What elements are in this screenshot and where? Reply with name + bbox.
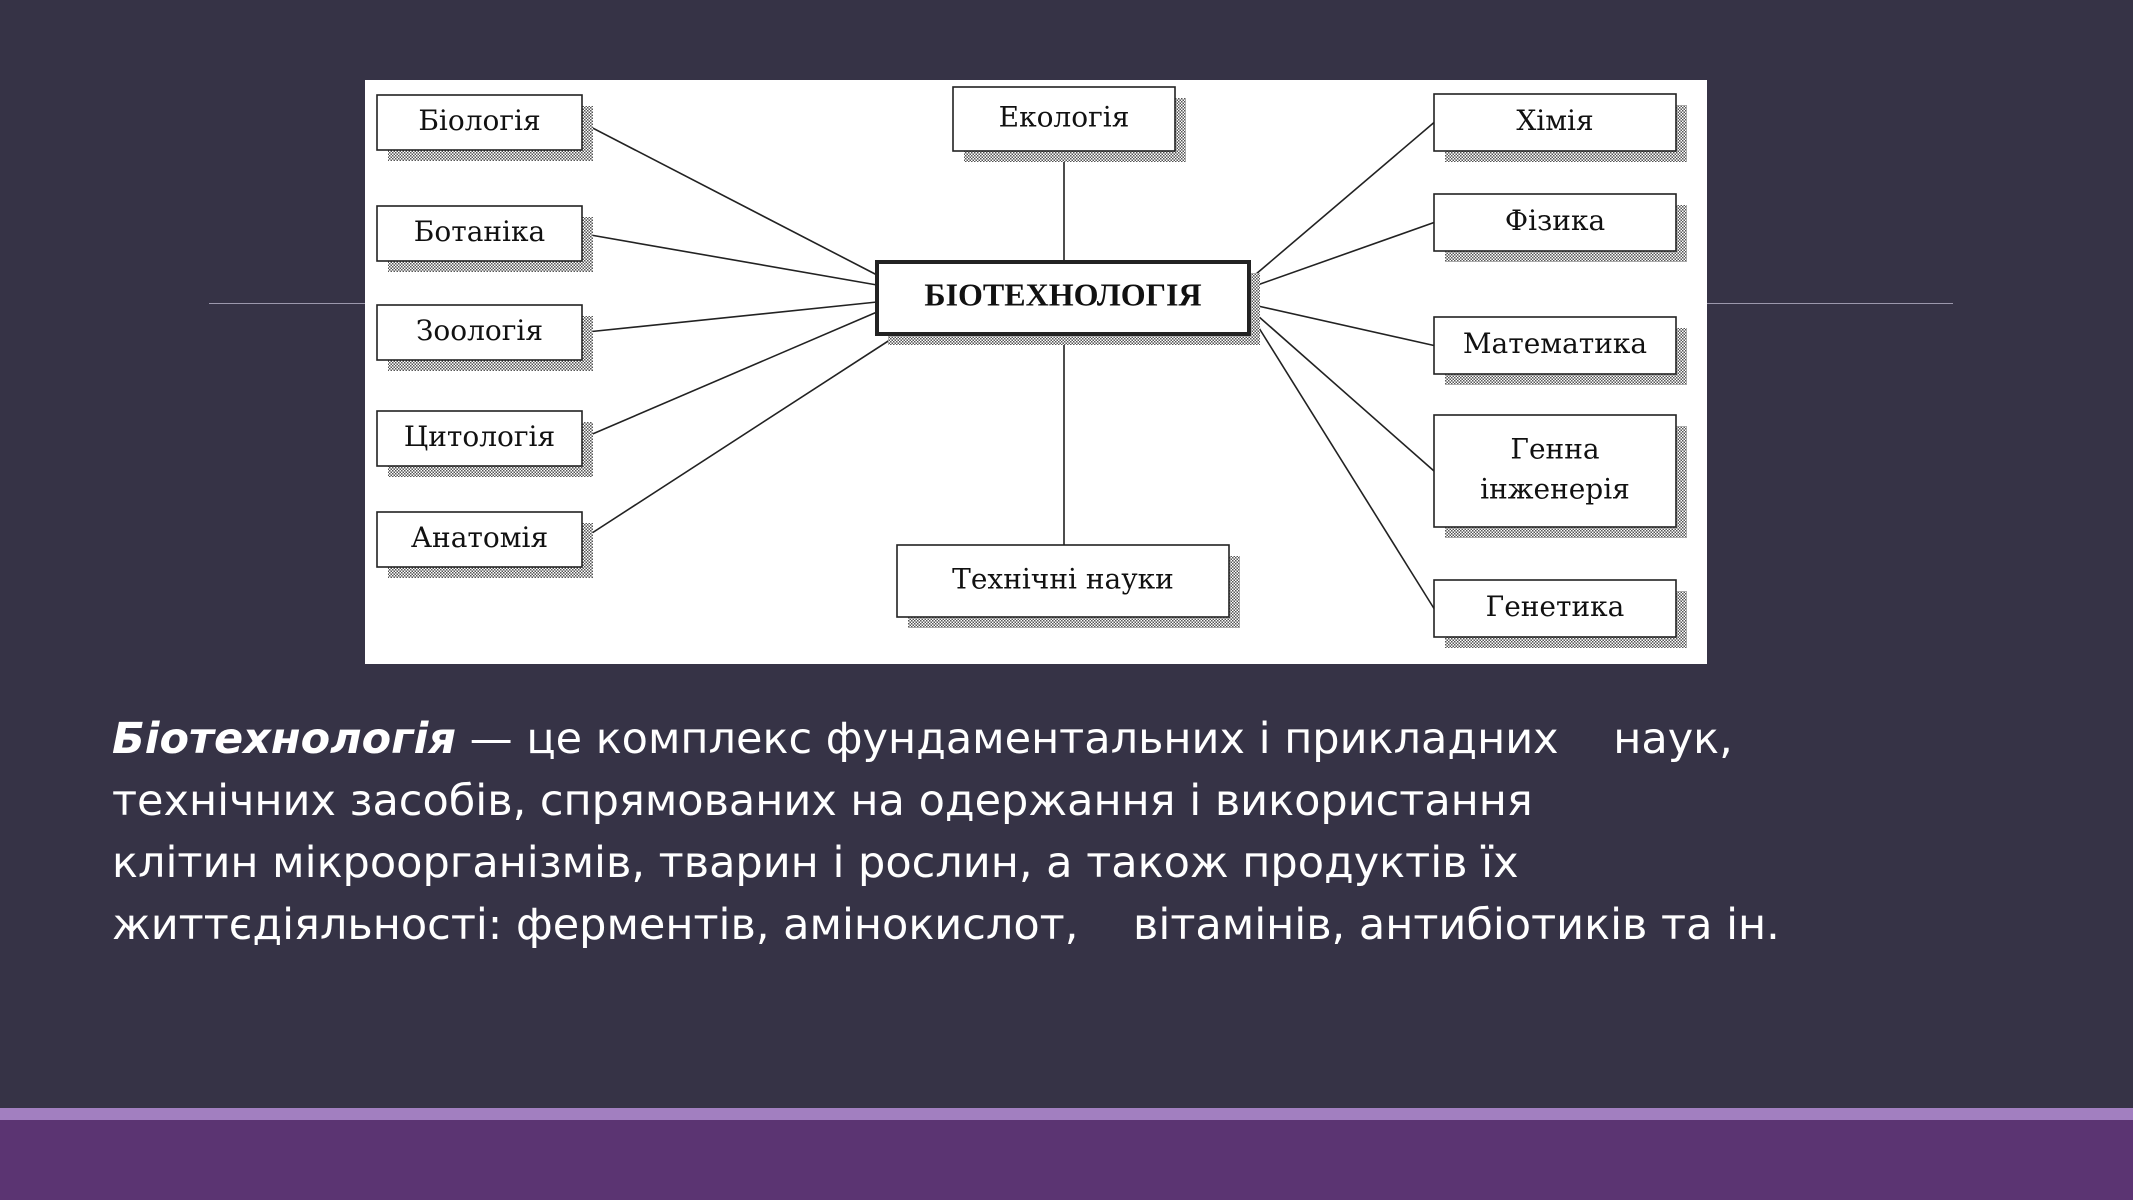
connector-left-0 — [581, 121, 878, 276]
node-center-label: БІОТЕХНОЛОГІЯ — [924, 276, 1201, 312]
definition-line-2: технічних засобів, спрямованих на одержа… — [112, 776, 1533, 826]
node-top-label: Екологія — [999, 101, 1130, 134]
node-right-2-label: Математика — [1463, 327, 1647, 360]
connector-left-4 — [581, 335, 897, 541]
connector-left-2 — [581, 301, 878, 334]
node-right-2-frame — [1433, 316, 1677, 375]
definition-line-1: Біотехнологія — це комплекс фундаменталь… — [112, 708, 2072, 770]
divider-line-right — [1700, 303, 1953, 304]
definition-line-4: життєдіяльності: ферментів, амінокислот,… — [112, 900, 1780, 950]
node-bottom: Технічні науки — [896, 544, 1240, 628]
node-left-3-frame — [376, 410, 583, 467]
node-right-3-frame — [1433, 414, 1677, 528]
node-left-3-label: Цитологія — [404, 420, 555, 453]
node-right-4-label: Генетика — [1486, 590, 1625, 623]
node-left-0-frame — [376, 94, 583, 151]
node-right-3-label: Генна — [1510, 433, 1599, 466]
definition-line-1-rest: — це комплекс фундаментальних і прикладн… — [455, 714, 1733, 764]
node-left-2: Зоологія — [376, 304, 593, 371]
connector-right-3 — [1248, 307, 1435, 472]
node-top: Екологія — [952, 86, 1186, 162]
node-right-1: Фізика — [1433, 193, 1687, 262]
node-left-4: Анатомія — [376, 511, 593, 578]
node-right-2: Математика — [1433, 316, 1687, 385]
node-right-1-label: Фізика — [1505, 204, 1605, 237]
node-left-2-frame — [376, 304, 583, 361]
node-left-3: Цитологія — [376, 410, 593, 477]
footer-bar — [0, 1120, 2133, 1200]
node-left-1: Ботаніка — [376, 205, 593, 272]
connector-right-0 — [1248, 121, 1435, 281]
divider-line-left — [209, 303, 369, 304]
node-left-0: Біологія — [376, 94, 593, 161]
definition-line-3: клітин мікроорганізмів, тварин і рослин,… — [112, 838, 1519, 888]
node-right-3: Генна інженерія — [1433, 414, 1687, 538]
definition-term: Біотехнологія — [112, 714, 456, 764]
footer-stripe — [0, 1108, 2133, 1120]
node-top-frame — [952, 86, 1176, 152]
node-right-0-label: Хімія — [1516, 104, 1593, 137]
node-left-4-frame — [376, 511, 583, 568]
connector-right-1 — [1248, 221, 1435, 289]
node-right-4-frame — [1433, 579, 1677, 638]
node-right-0: Хімія — [1433, 93, 1687, 162]
node-right-0-frame — [1433, 93, 1677, 152]
connector-left-1 — [581, 232, 878, 286]
connector-left-3 — [581, 311, 878, 440]
node-left-2-label: Зоологія — [416, 314, 543, 347]
node-right-1-frame — [1433, 193, 1677, 252]
node-bottom-frame — [896, 544, 1230, 618]
node-left-4-label: Анатомія — [411, 521, 548, 554]
connector-right-4 — [1248, 311, 1435, 609]
definition-text: Біотехнологія — це комплекс фундаменталь… — [112, 708, 2072, 956]
node-left-1-frame — [376, 205, 583, 262]
node-bottom-label: Технічні науки — [952, 563, 1174, 596]
node-right-3-label: інженерія — [1480, 473, 1630, 506]
node-right-4: Генетика — [1433, 579, 1687, 648]
node-left-0-label: Біологія — [418, 104, 540, 137]
connector-right-2 — [1248, 303, 1435, 347]
node-center-frame — [875, 260, 1251, 336]
node-left-1-label: Ботаніка — [414, 215, 545, 248]
node-center: БІОТЕХНОЛОГІЯ — [875, 260, 1260, 345]
